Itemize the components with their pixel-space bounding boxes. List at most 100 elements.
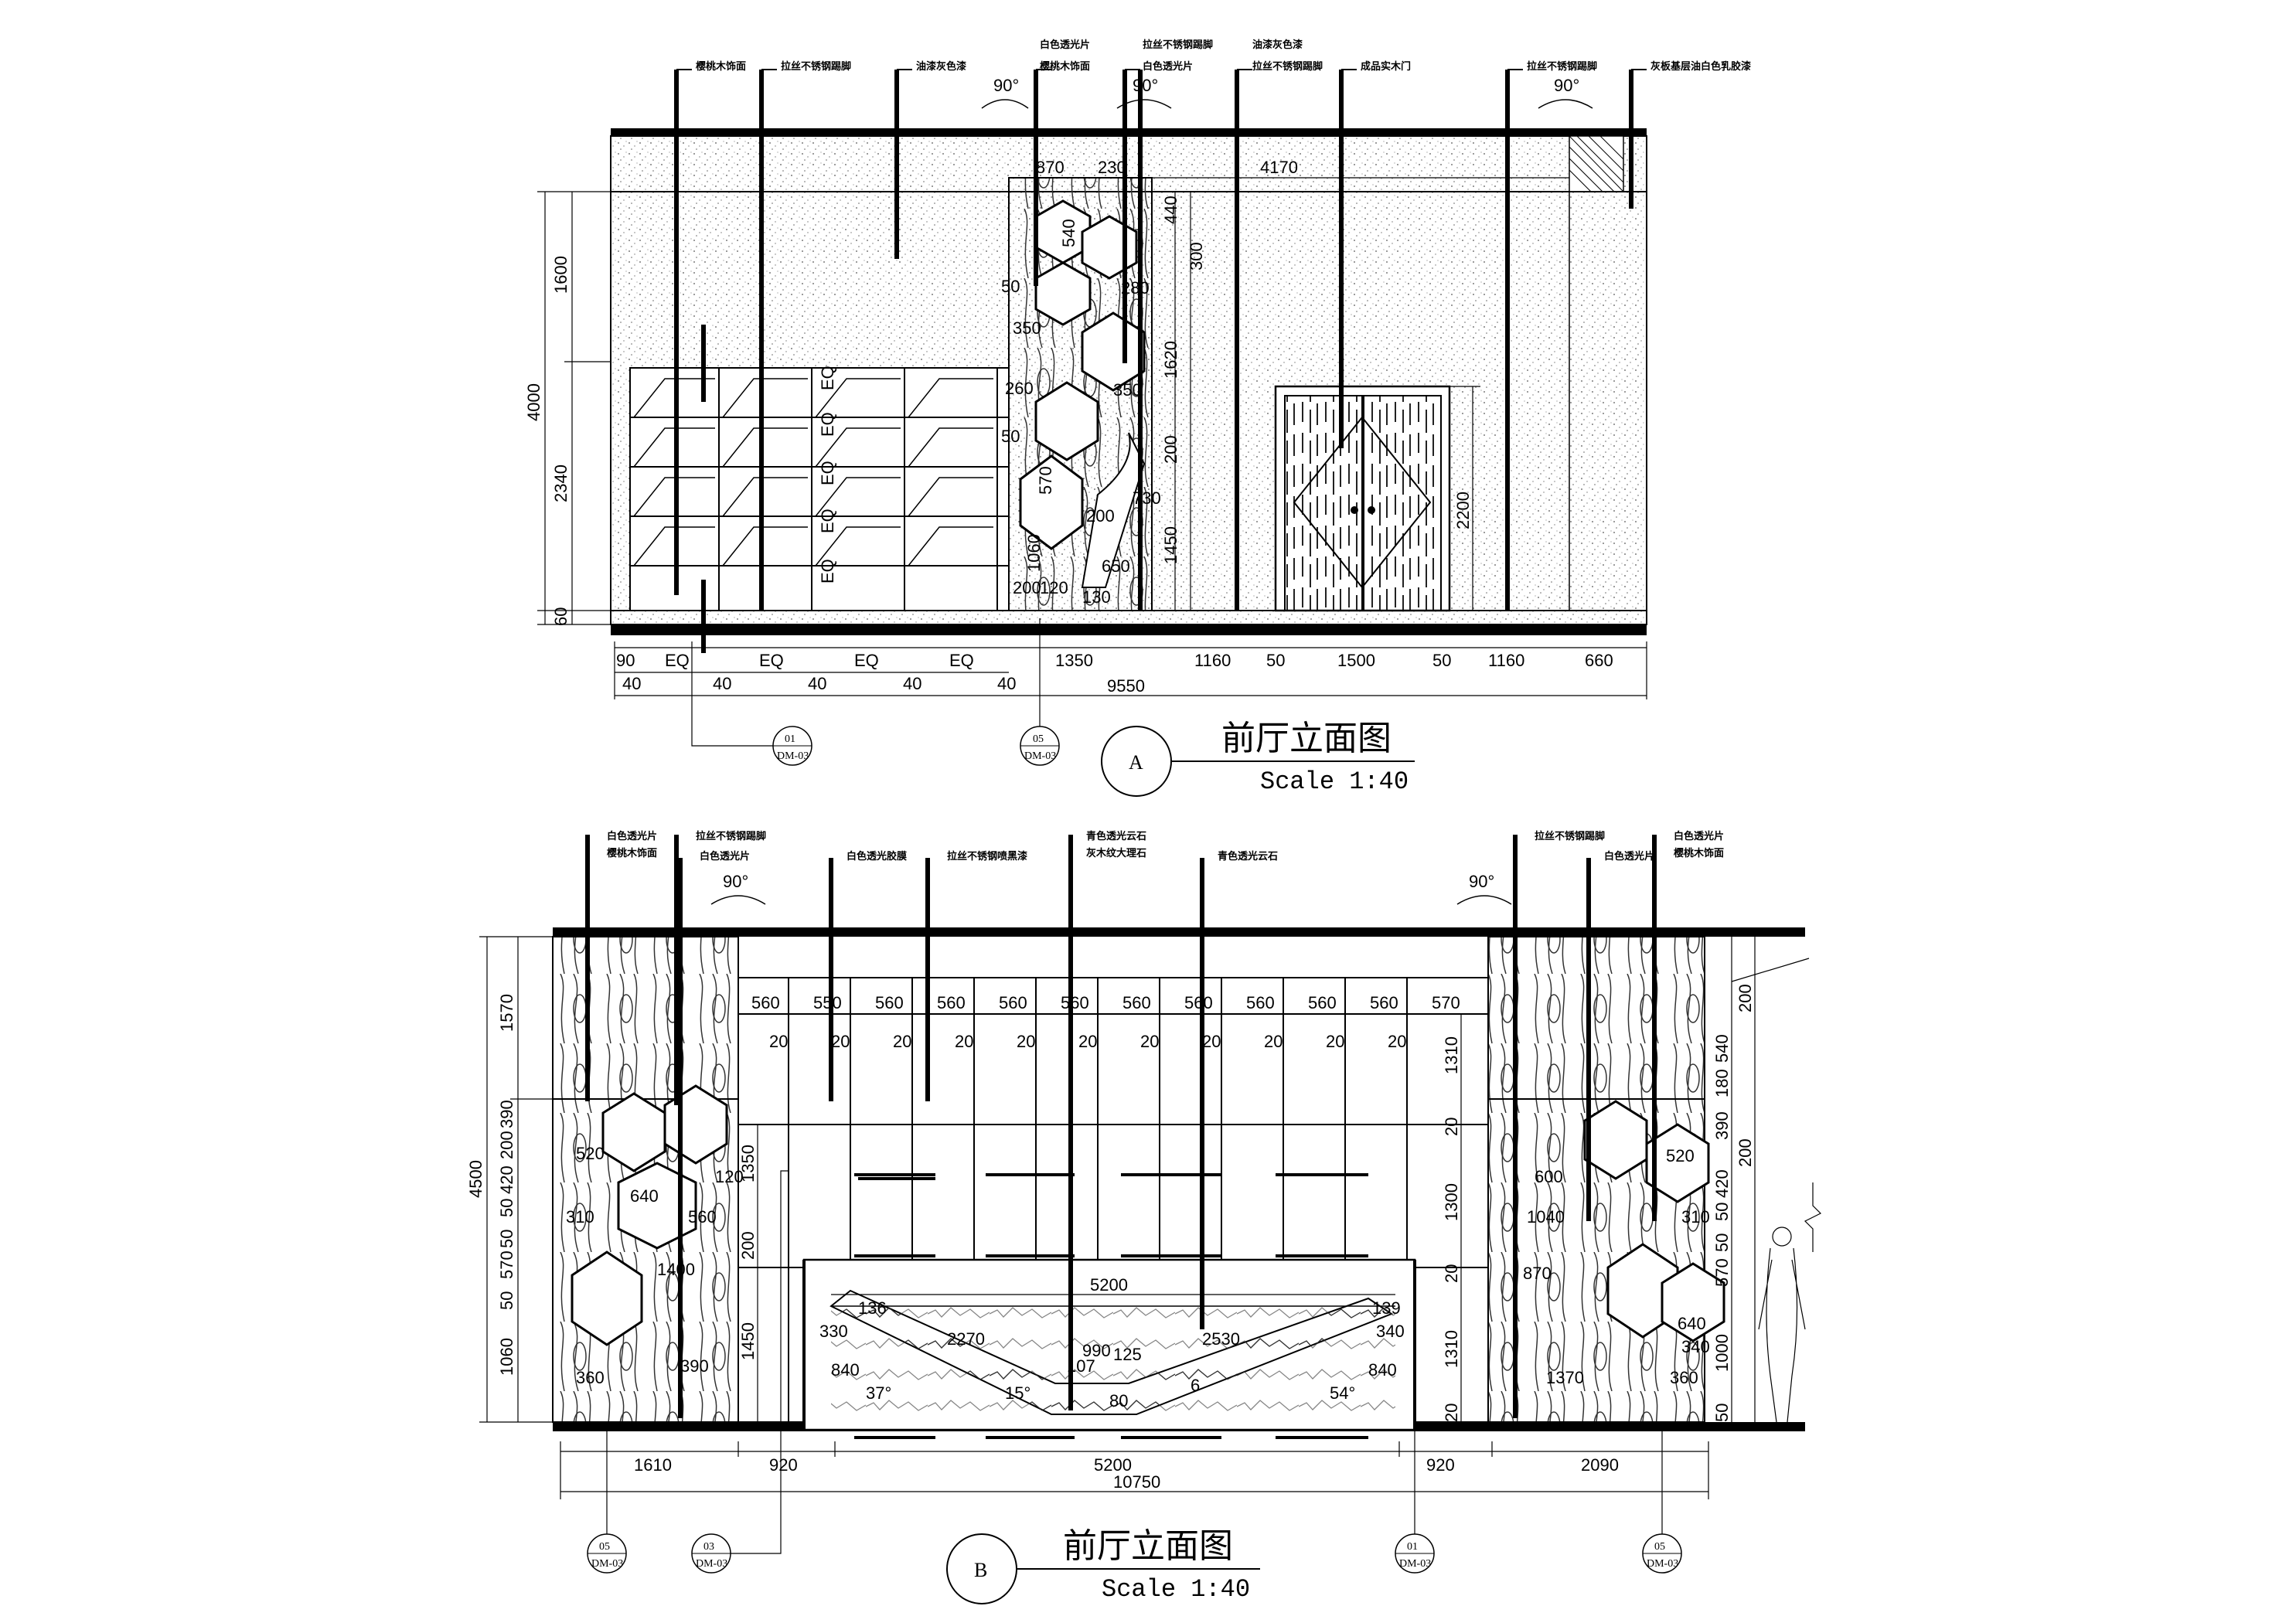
grid20-9: 20 — [1264, 1032, 1283, 1051]
right-b-8: 50 — [1712, 1233, 1732, 1252]
elevation-a: EQ EQ EQ EQ EQ — [524, 39, 1751, 797]
side-right-9: 640 — [1678, 1314, 1706, 1333]
feat-dim-16: 200 — [1086, 506, 1115, 526]
callout-b-10: 拉丝不锈钢踢脚 — [1535, 830, 1605, 842]
human-figure-b — [1758, 1227, 1806, 1423]
feat-dim-8: 260 — [1005, 379, 1034, 398]
bottom-a-2: EQ — [665, 651, 690, 670]
elevation-b-label: B — [974, 1559, 987, 1581]
counter-dim-2: 2270 — [947, 1329, 985, 1349]
left-b-1: 1570 — [497, 994, 516, 1032]
counter-dim-7: 330 — [819, 1322, 848, 1341]
callout-b-2: 樱桃木饰面 — [607, 847, 657, 859]
ceiling-slab-b — [553, 927, 1805, 937]
ref-a-1-num: 01 — [785, 733, 795, 745]
side-right-8: 340 — [1681, 1337, 1710, 1356]
feat-dim-12: 350 — [1113, 380, 1142, 400]
right-b-3: 180 — [1712, 1069, 1732, 1097]
right-b-9: 570 — [1712, 1258, 1732, 1287]
left-dim-a-4: 60 — [551, 607, 571, 626]
bottom-a-5: EQ — [949, 651, 974, 670]
angle-dim-4: 6 — [1191, 1376, 1200, 1395]
top-b-12: 570 — [1432, 993, 1460, 1012]
ref-b-1-num: 05 — [599, 1541, 610, 1553]
inner-left-b-1: 1350 — [738, 1145, 758, 1182]
callout-a-10: 成品实木门 — [1361, 60, 1411, 73]
left-dim-a-2: 4000 — [524, 383, 543, 421]
top-b-8: 560 — [1184, 993, 1213, 1012]
angle-a-3: 90° — [1554, 76, 1579, 95]
elevation-a-label: A — [1129, 751, 1143, 774]
floor-slab-a — [611, 624, 1647, 635]
left-dim-a-1: 1600 — [551, 256, 571, 294]
top-b-11: 560 — [1370, 993, 1398, 1012]
top-b-3: 560 — [875, 993, 904, 1012]
grid20-4: 20 — [955, 1032, 973, 1051]
right-b-11: 50 — [1712, 1404, 1732, 1422]
reception-counter-b — [802, 1258, 1416, 1431]
shelf-eq-5: EQ — [818, 366, 837, 390]
bottom-a-r2-2: 40 — [713, 674, 731, 693]
top-b-7: 560 — [1122, 993, 1151, 1012]
side-right-6: 1370 — [1546, 1368, 1584, 1387]
bottom-a-r2-3: 40 — [808, 674, 826, 693]
top-b-2: 550 — [813, 993, 842, 1012]
bottom-a-10: 50 — [1432, 651, 1451, 670]
side-right-5: 870 — [1523, 1264, 1552, 1283]
bottom-a-3: EQ — [759, 651, 784, 670]
callout-a-11: 拉丝不锈钢踢脚 — [1527, 60, 1597, 73]
ref-a-2-num: 05 — [1033, 733, 1044, 745]
bottom-b-3: 5200 — [1094, 1455, 1132, 1475]
bottom-a-r2-1: 40 — [622, 674, 641, 693]
feat-dim-4: 200 — [1161, 435, 1180, 464]
top-dim-a-2: 230 — [1098, 158, 1126, 177]
callout-a-12: 灰板基层油白色乳胶漆 — [1650, 60, 1751, 73]
callout-b-6: 拉丝不锈钢喷黑漆 — [947, 850, 1027, 863]
feat-dim-9: 50 — [1001, 427, 1020, 446]
right-grid-b-1: 1310 — [1442, 1036, 1461, 1074]
bottom-b-5: 2090 — [1581, 1455, 1619, 1475]
bottom-a-r2-5: 40 — [997, 674, 1016, 693]
side-right-1: 600 — [1535, 1167, 1563, 1186]
ref-b-2-num: 03 — [703, 1541, 714, 1553]
bottom-b-total: 10750 — [1113, 1472, 1160, 1492]
feat-dim-6: 50 — [1001, 277, 1020, 296]
counter-dim-5: 840 — [831, 1360, 860, 1380]
bottom-b-1: 1610 — [634, 1455, 672, 1475]
double-door-a[interactable] — [1274, 385, 1451, 612]
shelf-eq-3: EQ — [818, 461, 837, 485]
side-left-3: 560 — [688, 1207, 717, 1227]
callout-b-3: 拉丝不锈钢踢脚 — [696, 830, 766, 842]
side-left-4: 1400 — [657, 1260, 695, 1279]
top-dim-a-1: 870 — [1036, 158, 1065, 177]
top-b-6: 560 — [1061, 993, 1089, 1012]
left-b-2: 4500 — [466, 1160, 485, 1198]
callout-a-4: 白色透光片 — [1040, 39, 1090, 51]
callout-b-5: 白色透光胶膜 — [847, 850, 907, 863]
feat-dim-2: 300 — [1187, 242, 1206, 270]
top-b-1: 560 — [751, 993, 780, 1012]
top-b-4: 560 — [937, 993, 966, 1012]
ref-b-2-sheet: DM-03 — [696, 1558, 727, 1570]
callout-leaders-a — [674, 70, 1633, 653]
elevation-a-scale: Scale 1:40 — [1260, 767, 1409, 796]
feat-dim-11: 540 — [1059, 219, 1078, 247]
grid20-10: 20 — [1326, 1032, 1344, 1051]
right-grid-b-6: 20 — [1442, 1404, 1461, 1422]
counter-dim-3: 2530 — [1202, 1329, 1240, 1349]
callout-a-6: 拉丝不锈钢踢脚 — [1143, 39, 1213, 51]
ref-b-4-num: 05 — [1654, 1541, 1665, 1553]
ref-b-3-sheet: DM-03 — [1399, 1558, 1431, 1570]
left-b-5: 420 — [497, 1165, 516, 1194]
side-right-3: 520 — [1666, 1146, 1695, 1165]
feat-dim-10: 570 — [1036, 466, 1055, 495]
elevation-b-scale: Scale 1:40 — [1102, 1575, 1250, 1604]
right-grid-b-4: 20 — [1442, 1264, 1461, 1283]
top-dim-a-3: 4170 — [1260, 158, 1298, 177]
ref-a-1-sheet: DM-03 — [777, 750, 809, 762]
feat-dim-5: 1450 — [1161, 526, 1180, 564]
bottom-a-8: 50 — [1266, 651, 1285, 670]
grid20-7: 20 — [1140, 1032, 1159, 1051]
shelf-eq-4: EQ — [818, 412, 837, 437]
